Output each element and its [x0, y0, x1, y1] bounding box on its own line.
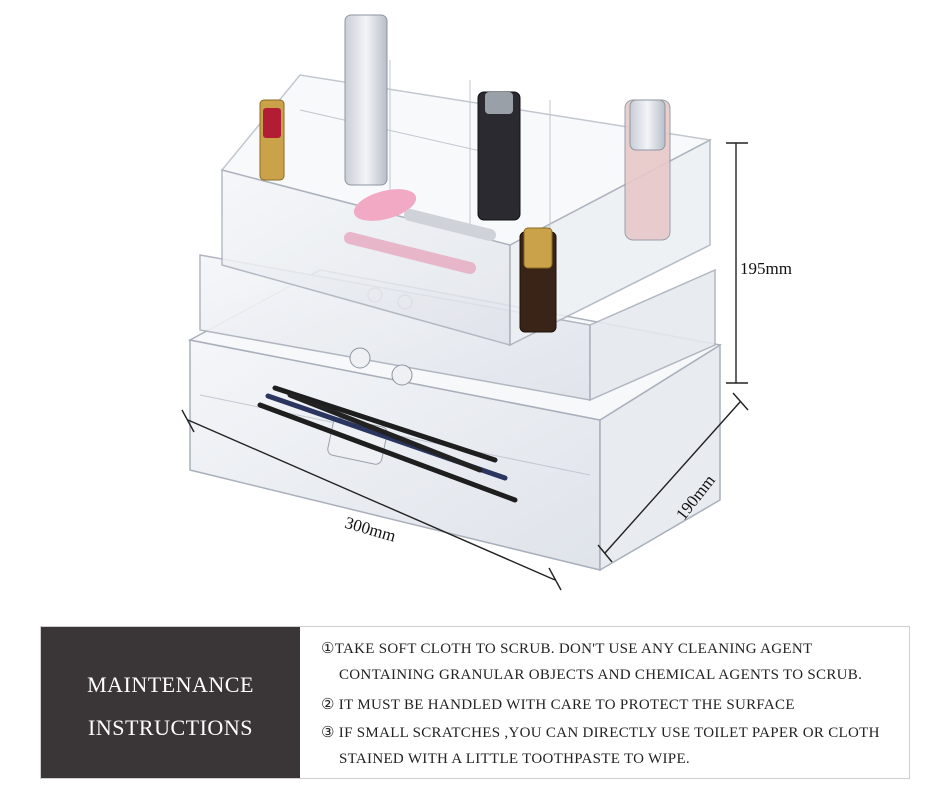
pencils [257, 385, 518, 503]
instruction-line: ③ IF SMALL SCRATCHES ,YOU CAN DIRECTLY U… [321, 725, 880, 741]
height-dimension-label: 195mm [740, 259, 792, 278]
maintenance-panel: MAINTENANCE INSTRUCTIONS ①TAKE SOFT CLOT… [40, 626, 910, 779]
instruction-line: STAINED WITH A LITTLE TOOTHPASTE TO WIPE… [339, 751, 690, 767]
maintenance-title-box: MAINTENANCE INSTRUCTIONS [41, 627, 300, 778]
instruction-line: ② IT MUST BE HANDLED WITH CARE TO PROTEC… [321, 697, 795, 713]
maintenance-title-line1: MAINTENANCE [87, 672, 254, 697]
upper-drawer [199, 254, 716, 402]
instruction-line: ①TAKE SOFT CLOTH TO SCRUB. DON'T USE ANY… [321, 641, 813, 657]
cosmetics [259, 14, 671, 333]
product-image [181, 14, 749, 591]
maintenance-title-line2: INSTRUCTIONS [88, 715, 253, 740]
dimension-lines [181, 142, 749, 591]
instruction-line: CONTAINING GRANULAR OBJECTS AND CHEMICAL… [339, 667, 863, 683]
